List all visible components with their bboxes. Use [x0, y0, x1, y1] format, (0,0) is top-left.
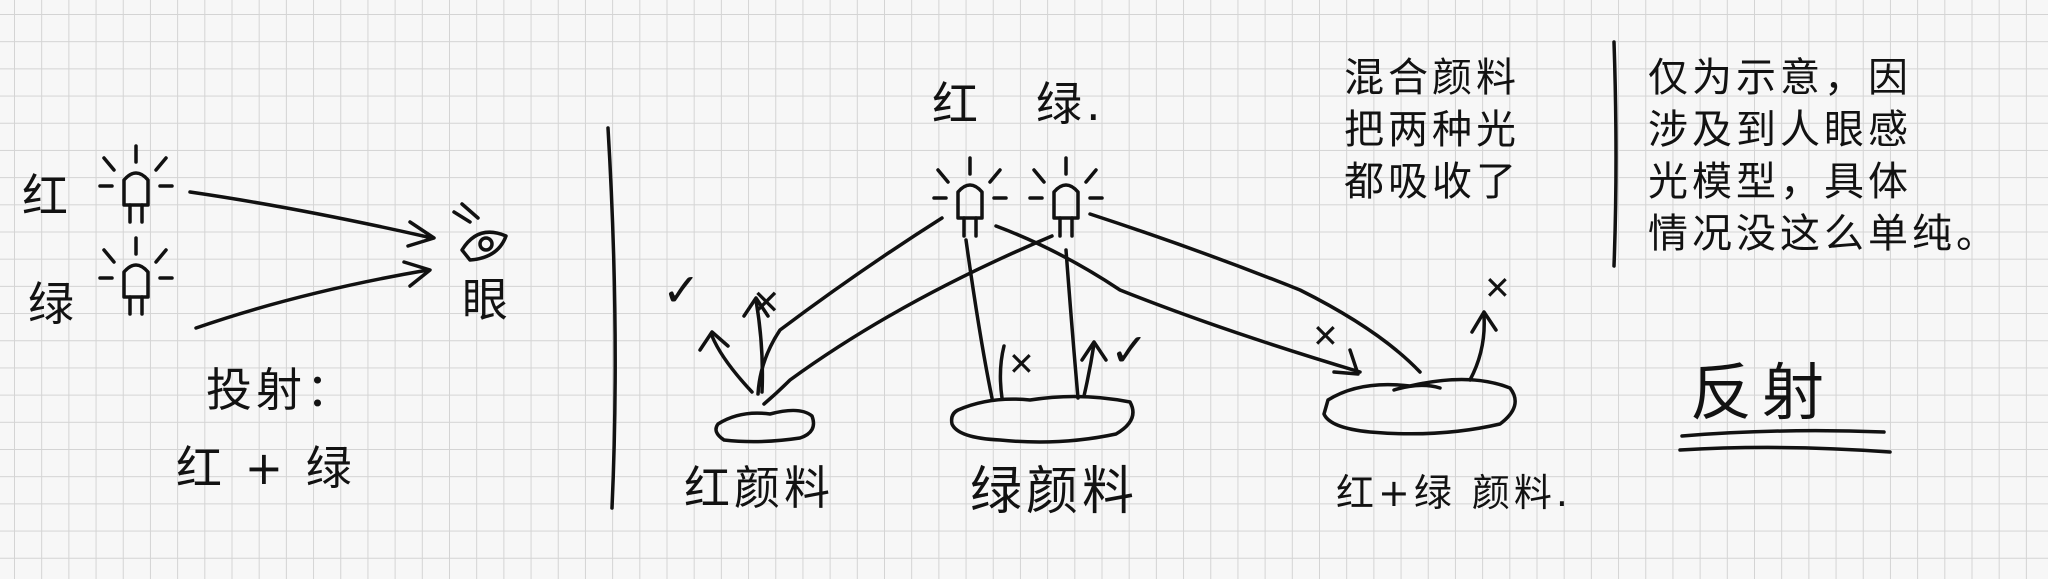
reflect-arrow-green-pigment-red — [998, 344, 1006, 400]
note-mix-line-3: 都吸收了 — [1344, 159, 1520, 205]
label-light-green: 绿. — [1036, 77, 1105, 131]
arrowhead-red-left — [406, 220, 436, 248]
pigment-blob-green — [949, 394, 1135, 444]
pigment-blob-mix — [1322, 377, 1517, 436]
cross-mark-red-pigment: ✕ — [752, 283, 785, 323]
ray-green-to-mix-pigment — [1088, 212, 1422, 374]
pigment-blob-red — [714, 408, 816, 444]
reflect-arrow-red-pigment-green — [754, 298, 765, 394]
ray-red-to-red-pigment — [756, 216, 944, 396]
reflect-arrow-mix — [1468, 314, 1486, 382]
title-underline — [1680, 428, 1886, 438]
note-disclaimer: 仅为示意，因 涉及到人眼感 光模型，具体 情况没这么单纯。 — [1648, 52, 2000, 260]
label-green-left: 绿 — [28, 277, 78, 331]
check-mark-red-pigment: ✓ — [662, 263, 705, 317]
label-projection: 投射： — [206, 363, 356, 417]
bulb-green-middle — [1028, 156, 1104, 238]
reflect-arrow-red-pigment-red — [710, 334, 754, 394]
divider-left — [606, 126, 617, 510]
ray-green-to-green-pigment — [1064, 248, 1080, 400]
divider-right — [1612, 40, 1618, 268]
ray-red-to-green-pigment — [964, 238, 994, 400]
arrowhead-reflect-mix — [1470, 310, 1498, 334]
cross-mark-mix-green: ✕ — [1484, 269, 1515, 307]
note-disclaimer-line-2: 涉及到人眼感 — [1648, 107, 1912, 153]
ray-red-left — [188, 190, 434, 240]
title-underline-2 — [1678, 445, 1892, 454]
label-green-pigment: 绿颜料 — [970, 462, 1139, 522]
note-mix-line-1: 混合颜料 — [1344, 55, 1520, 101]
bulb-green-left — [98, 236, 174, 316]
note-disclaimer-line-3: 光模型，具体 — [1648, 159, 1912, 205]
note-disclaimer-line-4: 情况没这么单纯。 — [1648, 211, 2000, 257]
pigment-blob-mix-inner — [1392, 383, 1442, 392]
bulb-red-left — [98, 144, 174, 224]
note-disclaimer-line-1: 仅为示意，因 — [1648, 55, 1912, 101]
label-red-pigment: 红颜料 — [684, 461, 834, 515]
label-reflection: 反射 — [1690, 356, 1835, 429]
reflect-arrow-green-pigment-green — [1082, 342, 1096, 398]
label-eye: 眼 — [462, 273, 512, 327]
ray-green-to-red-pigment — [762, 234, 1054, 406]
arrowhead-green-left — [402, 260, 432, 288]
arrowhead-reflect-red2 — [742, 296, 770, 318]
label-light-red: 红 — [932, 77, 982, 131]
note-mix-line-2: 把两种光 — [1344, 107, 1520, 153]
label-red-plus-green: 红 + 绿 — [176, 441, 356, 495]
label-red-left: 红 — [22, 169, 72, 223]
arrowhead-mix-in — [1332, 348, 1360, 376]
ray-green-left — [194, 268, 430, 330]
eye-icon — [452, 202, 508, 262]
note-mix-pigment: 混合颜料 把两种光 都吸收了 — [1344, 52, 1520, 208]
ray-red-to-mix-pigment — [994, 224, 1362, 374]
check-mark-green-pigment: ✓ — [1110, 323, 1153, 377]
arrowhead-reflect-green — [1080, 340, 1108, 362]
label-mix-pigment: 红+绿 颜料. — [1336, 471, 1572, 515]
cross-mark-mix-red: ✕ — [1312, 317, 1343, 355]
arrowhead-reflect-red — [698, 330, 730, 352]
cross-mark-green-pigment: ✕ — [1008, 345, 1039, 383]
bulb-red-middle — [932, 156, 1008, 238]
